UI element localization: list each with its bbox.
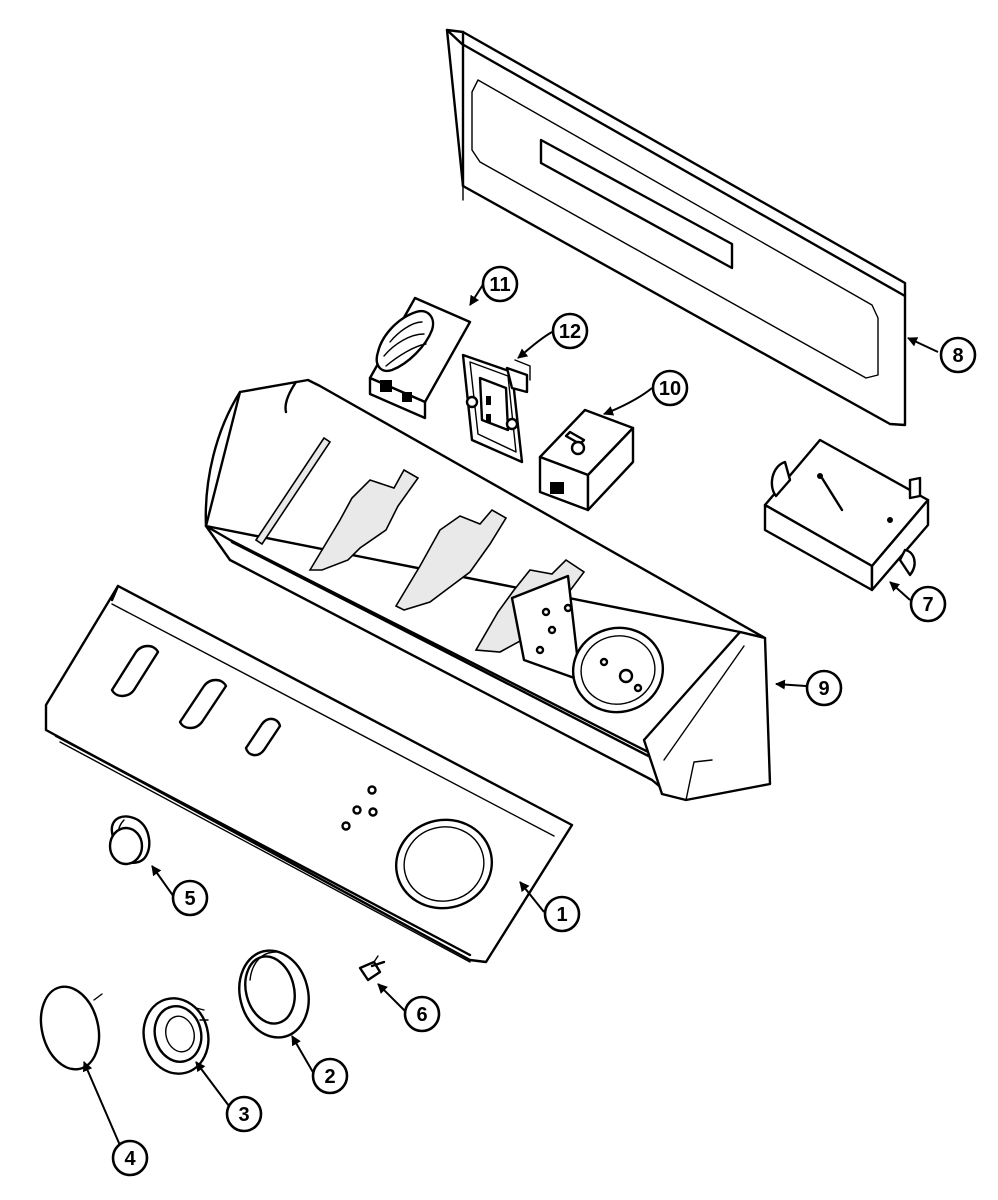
rocker-switch-part: [368, 296, 472, 420]
screw-part: [358, 955, 386, 982]
knob-cap-part: [39, 985, 103, 1071]
motor-box-part: [763, 438, 930, 592]
callout-4: 4: [111, 1139, 149, 1177]
callout-1: 1: [543, 895, 581, 933]
callout-11-label: 11: [489, 274, 510, 296]
callout-8: 8: [939, 336, 977, 374]
callout-6: 6: [403, 995, 441, 1033]
callout-2: 2: [311, 1057, 349, 1095]
callout-3-label: 3: [238, 1104, 249, 1126]
callout-3: 3: [225, 1095, 263, 1133]
console-front-panel-part: [44, 584, 574, 964]
callout-10-label: 10: [659, 378, 681, 400]
callout-12: 12: [551, 312, 589, 350]
knob-part: [142, 997, 210, 1075]
callout-12-label: 12: [559, 321, 581, 343]
callout-5: 5: [171, 879, 209, 917]
outlet-part: [461, 353, 531, 464]
callout-2-label: 2: [324, 1066, 335, 1088]
callout-1-label: 1: [556, 904, 567, 926]
callout-8-label: 8: [952, 345, 963, 367]
callout-11: 11: [481, 265, 519, 303]
callout-7-label: 7: [922, 594, 933, 616]
callout-7: 7: [909, 585, 947, 623]
control-switch-part: [538, 408, 635, 512]
rear-panel-part: [445, 28, 907, 427]
leader-lines: [82, 282, 939, 1151]
callout-9-label: 9: [818, 678, 829, 700]
callout-10: 10: [651, 369, 689, 407]
callout-4-label: 4: [124, 1148, 136, 1170]
console-back-panel-part: [204, 378, 772, 802]
callout-5-label: 5: [184, 888, 195, 910]
callout-9: 9: [805, 669, 843, 707]
callout-6-label: 6: [416, 1004, 427, 1026]
knob-bezel-part: [238, 949, 310, 1039]
indicator-lamp-part: [108, 815, 151, 866]
